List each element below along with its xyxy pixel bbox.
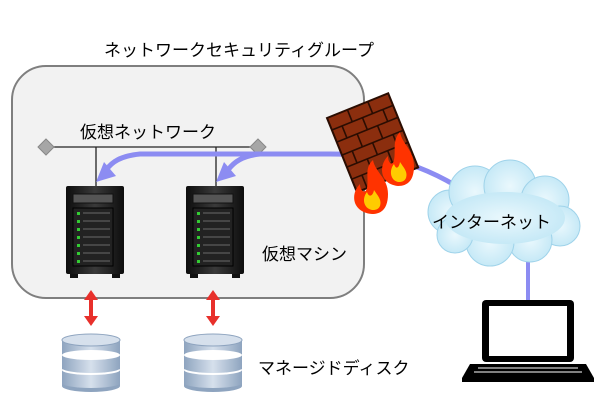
traffic-arrow-server-2 xyxy=(226,151,330,172)
virtual-machine-label: 仮想マシン xyxy=(262,245,347,265)
virtual-network-label: 仮想ネットワーク xyxy=(80,123,216,143)
disk-link-arrow-2 xyxy=(206,290,220,326)
laptop-icon xyxy=(462,300,594,382)
server-2-icon xyxy=(186,186,244,278)
disk-link-arrow-1 xyxy=(84,290,98,326)
traffic-arrowhead-2-icon xyxy=(216,162,236,182)
managed-disk-label: マネージドディスク xyxy=(258,359,410,379)
server-1-icon xyxy=(66,186,124,278)
traffic-arrowhead-1-icon xyxy=(96,162,116,182)
flame-icon xyxy=(354,132,414,214)
managed-disk-1-icon xyxy=(61,333,121,392)
security-group-title: ネットワークセキュリティグループ xyxy=(104,41,374,61)
managed-disk-2-icon xyxy=(183,333,243,392)
cloud-icon xyxy=(427,159,581,267)
virtual-network-line xyxy=(37,138,267,190)
internet-label: インターネット xyxy=(432,213,551,233)
network-endpoint-left-icon xyxy=(37,138,55,156)
